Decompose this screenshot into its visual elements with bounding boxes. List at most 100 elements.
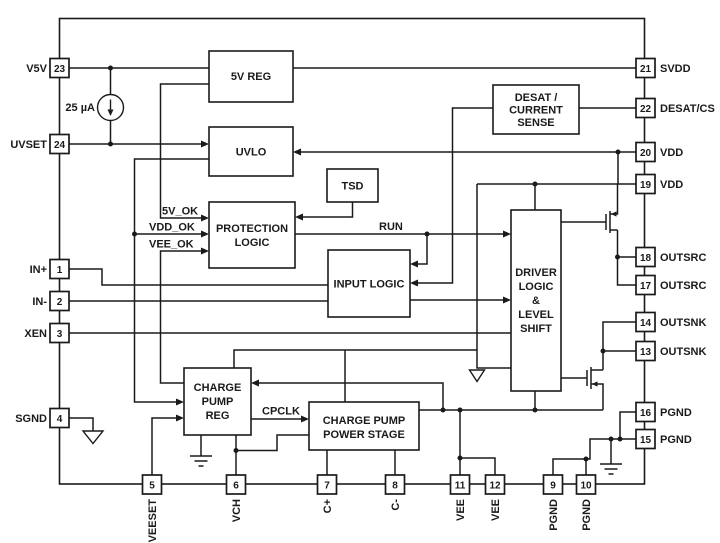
block-outline	[208, 201, 296, 269]
cp-reg-earth-ground	[190, 435, 212, 467]
current-source-arrowhead	[107, 109, 114, 116]
pin-box	[484, 474, 506, 495]
pin-veeset: 5 VEESET	[141, 474, 163, 542]
pin-vch: 6 VCH	[225, 474, 247, 522]
pin-box	[635, 401, 656, 423]
vdd-ok-label: VDD_OK	[149, 222, 195, 234]
arrowhead	[503, 296, 511, 304]
pin-vee-12: 12 VEE	[484, 474, 506, 521]
pin-box	[635, 246, 656, 268]
pin-number: 13	[640, 347, 652, 358]
block-charge-pump-reg: CHARGE PUMP REG	[183, 367, 252, 436]
junction-dot	[440, 407, 446, 413]
junction-dot	[532, 181, 538, 187]
junction-dot	[583, 456, 589, 462]
current-source-circle	[96, 93, 125, 122]
pin-number: 1	[57, 265, 63, 276]
pin-number: 20	[640, 148, 652, 159]
pin-box	[635, 97, 656, 119]
pin-label: VCH	[231, 499, 243, 522]
junction-dots	[108, 65, 623, 462]
pin-box	[225, 474, 247, 495]
pins-bottom: 5 VEESET 6 VCH 7 C+ 8 C- 11 VEE 12 VEE	[141, 474, 597, 542]
pin-box	[635, 340, 656, 362]
wire-veeset	[151, 417, 181, 475]
pin-box	[49, 407, 70, 429]
block-outline	[492, 84, 580, 135]
pin-label: PGND	[660, 407, 692, 419]
wire-charge-pump-top-link	[233, 349, 477, 368]
arrowhead	[410, 260, 418, 268]
pin-label: IN+	[30, 264, 47, 276]
arrowhead	[410, 279, 418, 287]
pin-label: UVSET	[10, 139, 47, 151]
pin-label: VEE	[490, 499, 502, 521]
pin-vee-11: 11 VEE	[449, 474, 471, 521]
pin-number: 12	[489, 481, 501, 492]
arrowhead	[201, 230, 209, 238]
pin-box	[49, 57, 70, 79]
arrowhead	[176, 414, 184, 422]
junction-dot	[457, 455, 463, 461]
arrowhead	[201, 214, 209, 222]
cpclk-label: CPCLK	[262, 406, 300, 418]
arrowhead	[201, 247, 209, 255]
pin-label: PGND	[581, 499, 593, 531]
junction-dot	[617, 436, 623, 442]
pin-desat-cs: 22 DESAT/CS	[635, 97, 715, 119]
junction-dot	[424, 231, 430, 237]
pin-label: VDD	[660, 147, 683, 159]
pin-number: 3	[57, 329, 63, 340]
junction-dot	[600, 348, 606, 354]
pin-box	[384, 474, 406, 495]
block-label: UVLO	[236, 147, 267, 159]
block-label: INPUT LOGIC	[334, 279, 405, 291]
pin-label: VEE	[455, 499, 467, 521]
wire-pgnd-pin9	[552, 458, 586, 475]
pin-number: 15	[640, 435, 652, 446]
pin-number: 14	[640, 318, 652, 329]
junction-dot	[615, 254, 620, 260]
pin-outsnk-13: 13 OUTSNK	[635, 340, 707, 362]
pin-box	[49, 290, 70, 312]
arrowhead	[295, 213, 303, 221]
pin-number: 5	[149, 481, 155, 492]
signal-ground-icon	[81, 430, 105, 445]
pin-label: VDD	[660, 179, 683, 191]
pin-pgnd-15: 15 PGND	[635, 428, 692, 450]
wire-outsnk-chain	[602, 321, 636, 370]
block-charge-pump-power-stage: CHARGE PUMP POWER STAGE	[308, 401, 420, 451]
wires	[69, 67, 636, 475]
block-driver-logic-level-shift: DRIVER LOGIC & LEVEL SHIFT	[510, 209, 562, 392]
run-label: RUN	[379, 221, 403, 233]
block-label: LOGIC	[235, 237, 270, 249]
pin-number: 23	[54, 64, 66, 75]
pin-label: XEN	[24, 328, 47, 340]
pin-number: 16	[640, 408, 652, 419]
wire-desat-to-input-logic	[413, 107, 493, 284]
junction-dot	[615, 149, 621, 155]
pin-label: OUTSRC	[660, 252, 707, 264]
signal-ground-icon	[468, 369, 486, 383]
arrowhead	[201, 140, 209, 148]
pin-number: 17	[640, 281, 652, 292]
vee-ok-label: VEE_OK	[149, 239, 194, 251]
pin-box	[542, 474, 564, 495]
pin-label: OUTSNK	[660, 346, 707, 358]
pin-label: C+	[322, 499, 334, 513]
block-tsd: TSD	[326, 168, 379, 203]
wire-in-plus	[69, 268, 328, 286]
block-outline	[510, 209, 562, 392]
junction-dot	[532, 407, 538, 413]
pin-box	[635, 274, 656, 296]
pin-label: OUTSRC	[660, 280, 707, 292]
block-label: CURRENT	[509, 105, 563, 117]
wire-driver-ref-vertical	[476, 184, 511, 369]
pin-c-minus: 8 C-	[384, 474, 406, 511]
pin-label: V5V	[26, 63, 47, 75]
pin-number: 7	[324, 481, 330, 492]
block-5v-reg: 5V REG	[208, 50, 294, 103]
pin-label: SGND	[15, 413, 47, 425]
pin-outsrc-17: 17 OUTSRC	[635, 274, 707, 296]
signal-labels: 25 µA 5V_OK VDD_OK VEE_OK RUN CPCLK	[65, 102, 402, 418]
